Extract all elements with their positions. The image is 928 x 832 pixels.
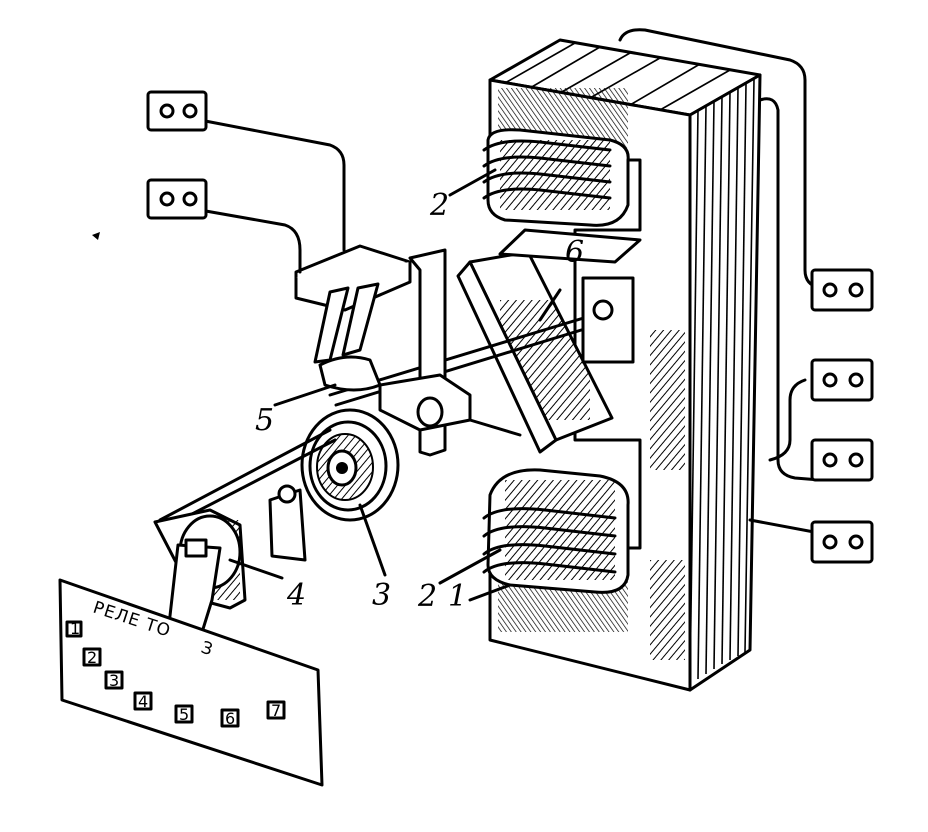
terminal-2 <box>146 178 208 220</box>
stop-bracket <box>268 484 307 562</box>
position-5: 5 <box>179 705 189 724</box>
terminal-5 <box>810 438 874 482</box>
position-7: 7 <box>271 701 281 720</box>
position-1: 1 <box>70 619 80 638</box>
position-2: 2 <box>87 648 97 667</box>
right-terminals <box>618 28 874 564</box>
shaft-assembly <box>328 248 635 457</box>
position-4: 4 <box>138 692 148 711</box>
position-6: 6 <box>225 709 235 728</box>
terminal-6 <box>810 520 874 564</box>
ink-mark <box>92 232 100 240</box>
setting-positions: 1 2 3 4 5 6 7 <box>65 619 286 728</box>
leader-lines <box>228 168 562 602</box>
spiral-spring-drum <box>300 408 400 522</box>
upper-coil <box>482 128 630 227</box>
position-3: 3 <box>109 671 119 690</box>
terminal-1 <box>146 90 208 132</box>
callouts: 2 6 5 4 3 2 1 <box>255 188 584 614</box>
contact-block <box>294 244 412 392</box>
callout-2-bottom: 2 <box>417 579 437 614</box>
terminal-4 <box>810 358 874 402</box>
callout-3: 3 <box>372 578 391 613</box>
lever-knob <box>184 538 208 558</box>
lower-coil <box>482 468 630 594</box>
callout-5: 5 <box>255 403 274 438</box>
plate-title-tail: З <box>198 638 216 661</box>
terminal-3 <box>810 268 874 312</box>
callout-2-top: 2 <box>429 188 449 223</box>
rear-bearing <box>581 276 635 364</box>
callout-4: 4 <box>286 578 306 613</box>
callout-6: 6 <box>565 235 584 270</box>
callout-1: 1 <box>448 579 467 614</box>
left-terminals <box>146 90 346 274</box>
